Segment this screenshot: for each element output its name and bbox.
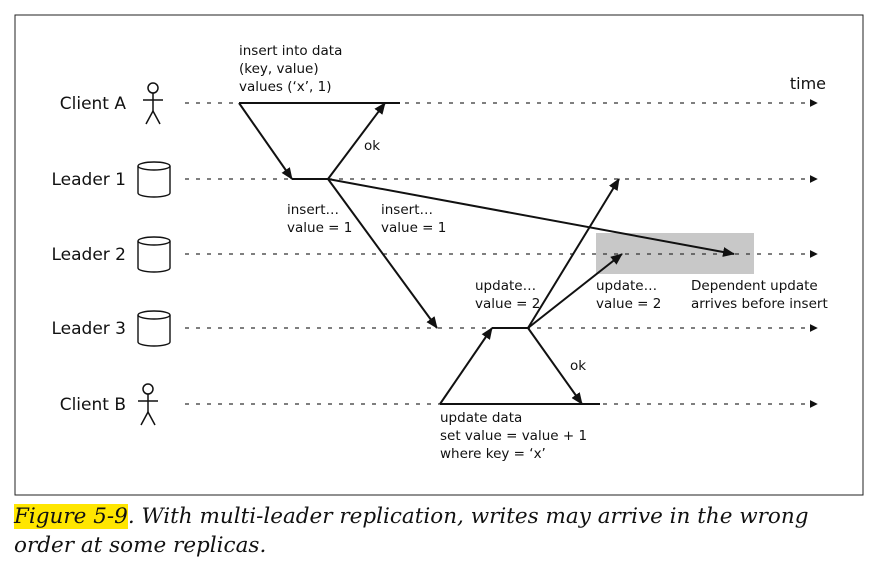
person-icon bbox=[143, 82, 163, 125]
time-label: time bbox=[790, 74, 826, 93]
update-to-leader-1-arrow bbox=[527, 178, 620, 329]
update-request-arrow bbox=[439, 327, 493, 405]
diagram-frame bbox=[14, 14, 864, 496]
insert-label-left: insert… value = 1 bbox=[287, 202, 352, 236]
database-icon bbox=[137, 236, 171, 273]
row-label-leader-2: Leader 2 bbox=[51, 245, 126, 265]
caption-text: . With multi-leader replication, writes … bbox=[14, 504, 809, 558]
insert-to-leader-2-arrow bbox=[327, 178, 735, 257]
update-to-leader-2-arrow bbox=[527, 253, 623, 329]
replication-diagram: Client A Leader 1 Leader 2 Leader 3 Clie… bbox=[14, 14, 864, 496]
update-request-label: update data set value = value + 1 where … bbox=[440, 410, 591, 462]
row-label-leader-3: Leader 3 bbox=[51, 319, 126, 339]
ok-label-b: ok bbox=[570, 358, 586, 374]
database-icon bbox=[137, 161, 171, 198]
insert-request-label: insert into data (key, value) values (‘x… bbox=[239, 43, 347, 95]
figure-caption: Figure 5-9. With multi-leader replicatio… bbox=[14, 502, 874, 560]
row-label-client-b: Client B bbox=[60, 395, 126, 415]
insert-request-arrow bbox=[238, 102, 293, 180]
dependent-update-note: Dependent update arrives before insert bbox=[691, 278, 828, 312]
row-label-leader-1: Leader 1 bbox=[51, 170, 126, 190]
figure-reference[interactable]: Figure 5-9 bbox=[14, 504, 128, 529]
database-icon bbox=[137, 310, 171, 347]
person-icon bbox=[138, 383, 158, 426]
ok-response-b-arrow bbox=[527, 327, 583, 405]
ok-response-arrow bbox=[327, 102, 386, 180]
update-label-leader-2: update… value = 2 bbox=[596, 278, 661, 312]
insert-label-right: insert… value = 1 bbox=[381, 202, 446, 236]
row-label-client-a: Client A bbox=[60, 94, 127, 114]
ok-label-a: ok bbox=[364, 138, 380, 154]
insert-to-leader-3-arrow bbox=[327, 178, 438, 329]
update-label-leader-3: update… value = 2 bbox=[475, 278, 540, 312]
